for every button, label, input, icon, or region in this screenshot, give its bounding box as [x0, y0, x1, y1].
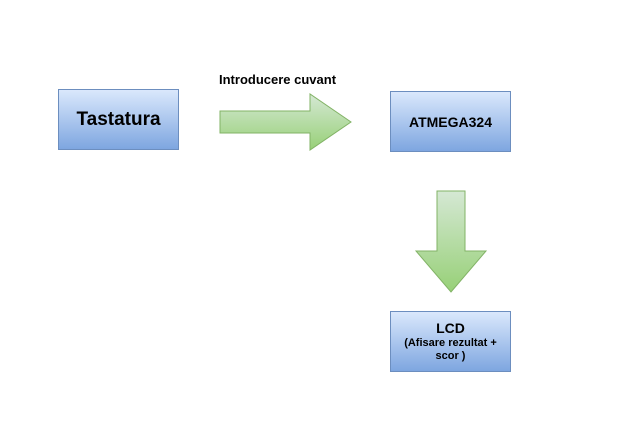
node-atmega324-label: ATMEGA324: [409, 113, 492, 130]
node-atmega324[interactable]: ATMEGA324: [390, 91, 511, 152]
arrow-right-shape[interactable]: [219, 93, 352, 151]
node-lcd-label: LCD: [436, 320, 465, 336]
node-lcd[interactable]: LCD (Afisare rezultat + scor ): [390, 311, 511, 372]
node-tastatura[interactable]: Tastatura: [58, 89, 179, 150]
arrow-down-shape[interactable]: [414, 190, 488, 293]
node-tastatura-label: Tastatura: [76, 108, 161, 130]
edge-label-introducere-cuvant: Introducere cuvant: [219, 72, 337, 87]
node-lcd-sublabel: (Afisare rezultat + scor ): [404, 337, 497, 362]
